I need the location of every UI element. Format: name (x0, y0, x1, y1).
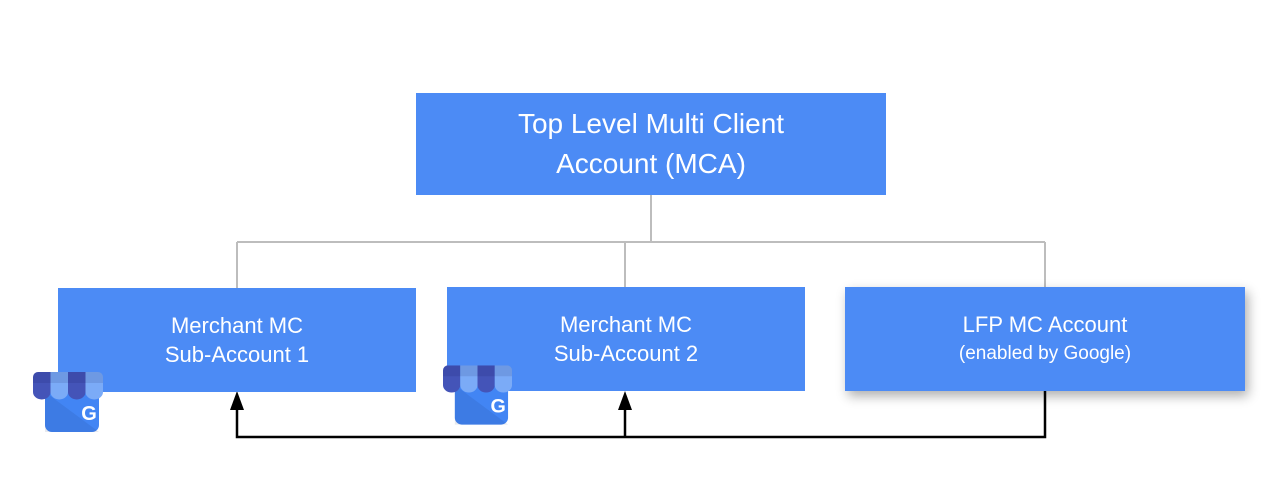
google-g-letter: G (491, 396, 506, 418)
node-top-level-mca: Top Level Multi Client Account (MCA) (416, 93, 886, 195)
arrowhead-to-sub-account-2 (618, 391, 632, 410)
node-lfp-mc-account-line1: LFP MC Account (962, 312, 1128, 337)
google-my-business-icon: G (443, 365, 512, 425)
lfp-feed-arrow-lines (235, 389, 1047, 439)
node-merchant-sub-account-2-line1: Merchant MC (559, 312, 693, 337)
storefront-fold-shade (45, 392, 99, 432)
node-merchant-sub-account-1: Merchant MC Sub-Account 1 (58, 288, 416, 392)
google-my-business-icon: G (33, 372, 103, 432)
node-merchant-sub-account-1-line2: Sub-Account 1 (164, 342, 310, 367)
node-lfp-mc-account: LFP MC Account (enabled by Google) (845, 287, 1245, 391)
feed-arrowheads (230, 391, 632, 410)
node-lfp-mc-account-line2: (enabled by Google) (958, 343, 1132, 364)
arrowhead-to-sub-account-1 (230, 391, 244, 410)
google-g-letter: G (81, 403, 97, 425)
node-top-level-mca-line2: Account (MCA) (556, 148, 746, 179)
feed-line-main (235, 389, 1047, 439)
node-merchant-sub-account-2-line2: Sub-Account 2 (553, 341, 699, 366)
node-top-level-mca-line1: Top Level Multi Client (517, 108, 785, 139)
node-merchant-sub-account-1-line1: Merchant MC (170, 313, 304, 338)
storefront-awning (443, 365, 512, 393)
tree-connector-lines (236, 194, 1046, 292)
node-merchant-sub-account-2: Merchant MC Sub-Account 2 (447, 287, 805, 391)
storefront-awning (33, 372, 103, 400)
